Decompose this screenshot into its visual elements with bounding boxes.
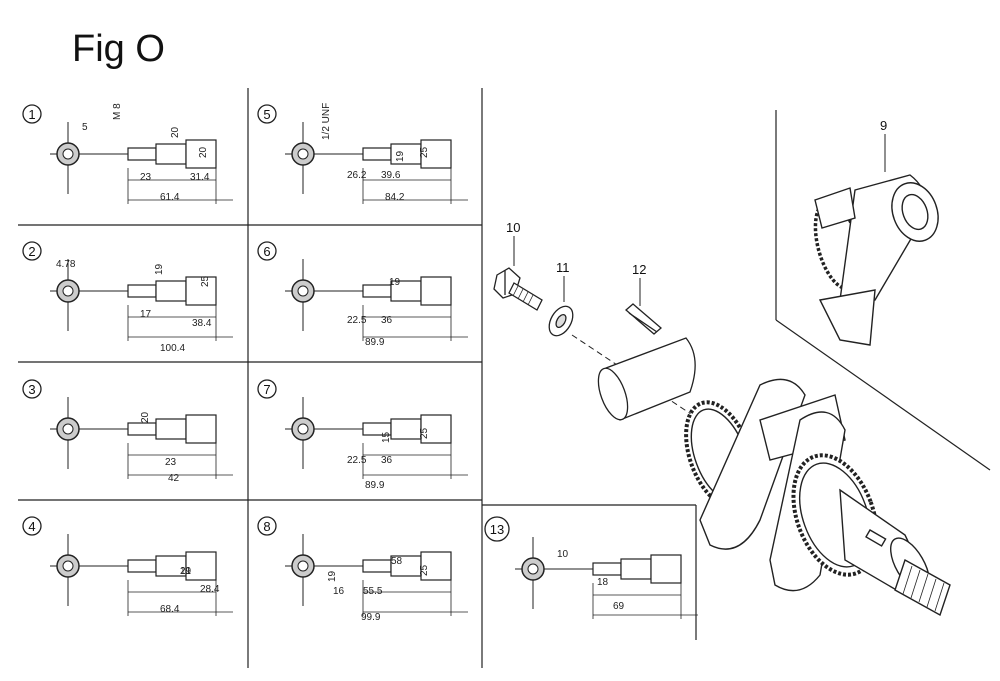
dimension-label: 22.5	[347, 455, 367, 466]
dimension-label: 25	[419, 146, 430, 158]
panel-number-circle	[257, 104, 277, 124]
panel-number: 8	[263, 519, 270, 534]
dimension-label: 58	[391, 556, 403, 567]
dimension-label: M 8	[112, 103, 123, 120]
dimension-label: 61.4	[160, 192, 180, 203]
dimension-label: 28.4	[200, 584, 220, 595]
dimension-label: 21	[180, 566, 192, 577]
panel-6: 6 19 22.5 36 89.9	[257, 241, 468, 348]
dimension-label: 25	[419, 564, 430, 576]
panel-number-circle	[257, 516, 277, 536]
panel-number: 1	[28, 107, 35, 122]
dimension-label: 10	[557, 549, 569, 560]
shaft-profile	[362, 559, 392, 573]
web-part-9	[813, 174, 939, 346]
dimension-label: 19	[327, 570, 338, 582]
grid-lines	[18, 88, 991, 668]
panel-number-circle	[22, 104, 42, 124]
panel-2: 2 4.78 19 25 17 38.4 100.4	[22, 241, 233, 354]
dimension-label: 16	[333, 586, 345, 597]
dimension-label: 17	[140, 309, 152, 320]
dimension-label: 25	[200, 275, 211, 287]
dimension-label: 39.6	[381, 170, 401, 181]
dimension-label: 68.4	[160, 604, 180, 615]
dimension-label: 22.5	[347, 315, 367, 326]
callout-group: 9 10 11 12	[506, 118, 887, 306]
dimension-label: 38.4	[192, 318, 212, 329]
dimension-label: 19	[389, 277, 401, 288]
shaft-profile	[127, 559, 157, 573]
callout-11: 11	[556, 260, 570, 275]
dimension-label: 5	[82, 122, 88, 133]
dimension-label: 18	[597, 577, 609, 588]
crankshaft-part	[684, 378, 951, 617]
panel-number-circle	[257, 241, 277, 261]
dimension-label: 15	[381, 431, 392, 443]
panel-5: 5 1/2 UNF 19 25 26.2 39.6 84.2	[257, 103, 468, 204]
panel-number: 3	[28, 382, 35, 397]
shaft-profile	[592, 562, 622, 576]
panel-number: 5	[263, 107, 270, 122]
dimension-label: 25	[419, 427, 430, 439]
callout-12: 12	[632, 262, 646, 277]
key-part	[625, 303, 662, 335]
dimension-label: 23	[140, 172, 152, 183]
dimension-label: 100.4	[160, 343, 185, 354]
dimension-label: 26.2	[347, 170, 367, 181]
panel-7: 7 15 25 22.5 36 89.9	[257, 379, 468, 491]
panel-number: 6	[263, 244, 270, 259]
bolt-part	[493, 267, 543, 311]
dimension-label: 20	[170, 126, 181, 138]
dimension-label: 99.9	[361, 612, 381, 623]
panel-number-circle	[22, 241, 42, 261]
shaft-profile	[362, 284, 392, 298]
shaft-profile	[127, 422, 157, 436]
assembly-line	[571, 334, 701, 421]
dimension-label: 19	[154, 263, 165, 275]
dimension-label: 36	[381, 315, 393, 326]
panel-number-circle	[257, 379, 277, 399]
dimension-label: 19	[395, 150, 406, 162]
callout-10: 10	[506, 220, 520, 235]
dimension-label: 36	[381, 455, 393, 466]
dimension-label: 89.9	[365, 480, 385, 491]
washer-part	[548, 305, 574, 337]
panel-1: 1 5 M 8 20 20 23 31.4 61.4	[22, 103, 233, 204]
dimension-label: 20	[198, 146, 209, 158]
dimension-label: 84.2	[385, 192, 405, 203]
dimension-label: 20	[140, 411, 151, 423]
sleeve-part	[597, 337, 696, 421]
dimension-label: 55.5	[363, 586, 383, 597]
panel-number-circle	[484, 516, 510, 542]
panel-number: 4	[28, 519, 35, 534]
dimension-label: 31.4	[190, 172, 210, 183]
panel-13: 13 10 18 69	[484, 516, 698, 619]
dimension-label: 19	[180, 566, 192, 577]
panel-number: 7	[263, 382, 270, 397]
panel-number: 2	[28, 244, 35, 259]
shaft-profile	[362, 147, 392, 161]
dimension-label: 42	[168, 473, 180, 484]
panel-number-circle	[22, 379, 42, 399]
callout-9: 9	[880, 118, 887, 133]
panel-number-circle	[22, 516, 42, 536]
shaft-profile	[127, 284, 157, 298]
panel-number: 13	[490, 522, 504, 537]
dimension-label: 69	[613, 601, 625, 612]
panel-8: 8 19 58 25 16 55.5 99.9	[257, 516, 468, 623]
panel-3: 3 20 23 42	[22, 379, 233, 484]
dimension-label: 1/2 UNF	[321, 103, 332, 140]
dimension-label: 23	[165, 457, 177, 468]
shaft-profile	[127, 147, 157, 161]
dimension-label: 89.9	[365, 337, 385, 348]
figure-title: Fig O	[72, 28, 165, 70]
dimension-label: 4.78	[56, 259, 76, 270]
